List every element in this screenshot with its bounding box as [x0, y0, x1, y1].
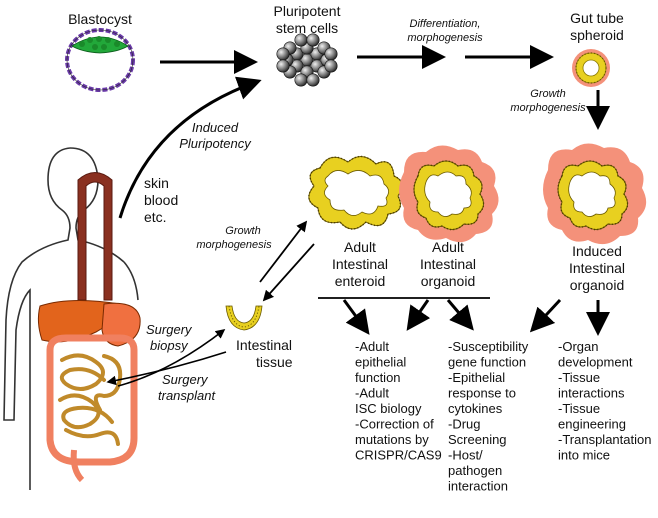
adult-organoid-icon — [399, 145, 499, 243]
label-growth-right-1: Growth — [530, 88, 565, 100]
rectum-icon — [70, 449, 85, 483]
label-adult-organoid-2: Intestinal — [420, 256, 476, 272]
label-etc: etc. — [144, 209, 167, 225]
list-item: -Adult — [355, 386, 389, 401]
list-item: engineering — [558, 417, 626, 432]
label-surgery-transplant-1: Surgery — [162, 372, 209, 387]
label-surgery-biopsy-2: biopsy — [150, 338, 189, 353]
arrow-surgery-biopsy — [117, 329, 226, 387]
label-blastocyst: Blastocyst — [68, 11, 132, 27]
label-growth-left-1: Growth — [225, 225, 260, 237]
stem-cell — [276, 59, 290, 73]
label-pluripotent-2: stem cells — [276, 20, 338, 36]
list-item: -Organ — [558, 339, 598, 354]
arrow-surgery-transplant — [106, 351, 227, 386]
label-growth-left-2: morphogenesis — [196, 239, 272, 251]
label-gut-tube-2: spheroid — [570, 27, 624, 43]
label-induced-pluri-1: Induced — [192, 120, 239, 135]
list-item: response to — [448, 386, 516, 401]
label-intestinal-tissue-1: Intestinal — [236, 337, 292, 353]
label-skin: skin — [144, 175, 169, 191]
list-item: -Drug — [448, 417, 481, 432]
list-item: function — [355, 370, 401, 385]
colon-icon — [46, 334, 138, 466]
list-item: -Tissue — [558, 401, 600, 416]
list-item: -Transplantation — [558, 432, 651, 447]
label-surgery-biopsy-1: Surgery — [146, 322, 193, 337]
arrow-enteroid-to-tissue — [262, 243, 315, 302]
list-item: gene function — [448, 355, 526, 370]
list-item: -Correction of — [355, 417, 434, 432]
induced-organoid-icon — [543, 143, 647, 245]
blastocyst-icon — [65, 28, 135, 92]
label-induced-organoid-1: Induced — [572, 243, 622, 259]
label-enteroid-2: Intestinal — [332, 256, 388, 272]
stem-cell — [306, 73, 320, 87]
list-item: into mice — [558, 448, 610, 463]
intestinal-tissue-icon — [225, 305, 263, 331]
list-item: -Epithelial — [448, 370, 505, 385]
label-induced-organoid-2: Intestinal — [569, 260, 625, 276]
list-item: -Susceptibility — [448, 339, 529, 354]
list-item: pathogen — [448, 463, 502, 478]
label-induced-pluri-2: Pluripotency — [179, 136, 252, 151]
arrow-tissue-to-enteroid — [259, 220, 308, 283]
label-induced-organoid-3: organoid — [570, 277, 625, 293]
stem-cell — [306, 33, 320, 47]
label-growth-right-2: morphogenesis — [510, 102, 586, 114]
list-item: -Adult — [355, 339, 389, 354]
liver-icon — [37, 299, 121, 343]
stem-cell — [324, 59, 338, 73]
gut-tube-spheroid-icon — [572, 49, 610, 87]
list-item: Screening — [448, 432, 507, 447]
label-differentiation-1: Differentiation, — [410, 18, 481, 30]
list-item: interaction — [448, 479, 508, 494]
arrow-to-suscept-list — [446, 299, 474, 331]
adult-enteroid-icon — [308, 155, 403, 230]
label-enteroid-3: enteroid — [335, 273, 386, 289]
label-blood: blood — [144, 192, 178, 208]
list-item: cytokines — [448, 401, 503, 416]
list-item: -Host/ — [448, 448, 483, 463]
label-intestinal-tissue-2: tissue — [256, 354, 293, 370]
list-item: CRISPR/CAS9 — [355, 448, 442, 463]
list-item: interactions — [558, 386, 625, 401]
label-surgery-transplant-2: transplant — [158, 388, 216, 403]
label-adult-organoid-3: organoid — [421, 273, 476, 289]
stem-cell — [276, 47, 290, 61]
label-differentiation-2: morphogenesis — [407, 32, 483, 44]
label-enteroid-1: Adult — [344, 239, 376, 255]
arrow-induced-pluripotency — [118, 76, 262, 219]
label-adult-organoid-1: Adult — [432, 239, 464, 255]
esophagus-icon — [77, 172, 113, 301]
stem-cell-cluster-icon — [276, 33, 338, 87]
stem-cell — [294, 73, 308, 87]
stem-cell — [324, 47, 338, 61]
arrow-to-adult-list-b — [406, 299, 431, 331]
small-intestine-icon — [58, 353, 123, 446]
list-item: mutations by — [355, 432, 429, 447]
list-item: development — [558, 355, 633, 370]
list-item: -Tissue — [558, 370, 600, 385]
label-gut-tube-1: Gut tube — [570, 10, 624, 26]
arrow-to-adult-list-a — [342, 299, 370, 335]
list-item: epithelial — [355, 355, 406, 370]
list-organ-uses: -Organdevelopment-Tissueinteractions-Tis… — [558, 339, 651, 463]
arrow-induced-to-suscept — [529, 298, 562, 333]
label-pluripotent-1: Pluripotent — [274, 3, 341, 19]
list-item: ISC biology — [355, 401, 422, 416]
